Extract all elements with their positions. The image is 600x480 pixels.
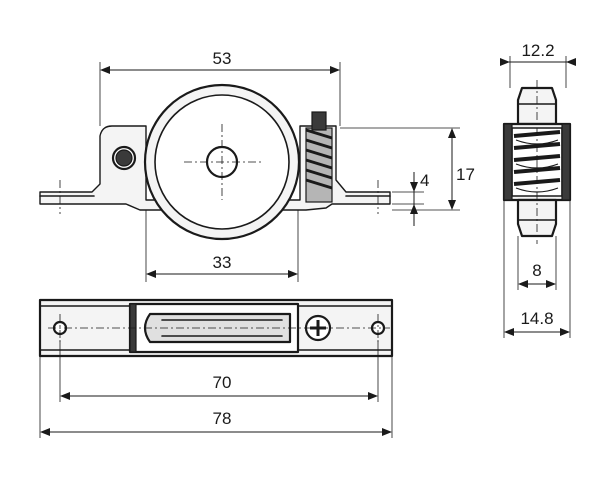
dim-label-14-8: 14.8 [520, 309, 553, 328]
dim-hole-spacing: 70 [59, 340, 379, 402]
top-wheel [143, 312, 292, 344]
dim-base-height: 17 [340, 127, 475, 211]
dim-label-78: 78 [213, 409, 232, 428]
dim-label-70: 70 [213, 373, 232, 392]
side-bottom-cap [516, 198, 558, 238]
side-edge-left [503, 123, 513, 201]
dim-base-offset: 4 [392, 171, 429, 226]
dim-overall-length: 78 [39, 356, 393, 438]
dim-label-12-2: 12.2 [521, 41, 554, 60]
top-view [38, 298, 394, 358]
dim-label-33: 33 [213, 253, 232, 272]
bracket-hole-inner [115, 149, 133, 167]
dim-wheel-diameter: 33 [145, 210, 299, 282]
front-view [39, 83, 391, 241]
dim-label-4: 4 [420, 171, 429, 190]
dim-label-17: 17 [456, 165, 475, 184]
spring-coil [305, 128, 333, 190]
dim-side-outer-width: 14.8 [503, 200, 571, 338]
dim-label-53: 53 [213, 49, 232, 68]
side-edge-right [561, 123, 571, 201]
dim-overall-height: 53 [99, 49, 341, 126]
spring-cap [311, 111, 327, 131]
dim-side-top-width: 12.2 [500, 41, 576, 88]
dim-label-8: 8 [532, 261, 541, 280]
dim-side-inner-width: 8 [517, 236, 557, 290]
side-view [502, 80, 572, 244]
